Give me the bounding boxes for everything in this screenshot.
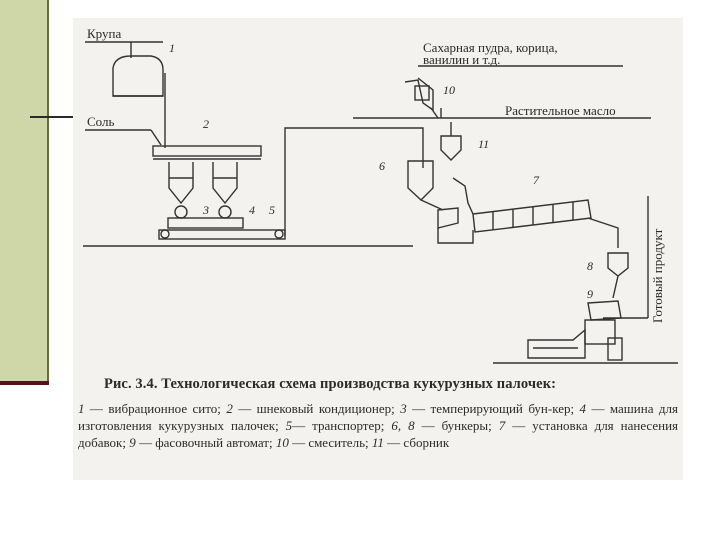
legend-text: — шнековый кондиционер; (232, 401, 401, 416)
vibration-sieve (112, 55, 164, 97)
side-tick (30, 116, 74, 118)
caption-legend: 1 — вибрационное сито; 2 — шнековый конд… (78, 400, 678, 451)
caption-title: Рис. 3.4. Технологическая схема производ… (104, 376, 557, 392)
legend-num: 9 (129, 435, 136, 450)
conveyor (158, 229, 286, 240)
legend-text: — фасовочный автомат; (135, 435, 276, 450)
num-10: 10 (443, 83, 455, 97)
legend-text: — транспортер; (292, 418, 392, 433)
legend-num: 7 (498, 418, 506, 433)
legend-text: — бункеры; (414, 418, 499, 433)
num-4: 4 (249, 203, 255, 217)
label-grain: Крупа (87, 26, 121, 41)
legend-text: — установка для нанесения добавок; (78, 418, 679, 450)
num-11: 11 (478, 137, 489, 151)
legend-text: — сборник (383, 435, 450, 450)
num-2: 2 (203, 117, 209, 131)
label-salt: Соль (87, 114, 114, 129)
process-scheme: Крупа Соль Сахарная пудра, корица, ванил… (83, 26, 678, 364)
legend-num: 2 (226, 401, 233, 416)
hopper-left (168, 162, 194, 205)
additive-unit (472, 199, 592, 233)
legend-text: — смеситель; (288, 435, 372, 450)
scan-background (73, 18, 683, 480)
label-product: Готовый продукт (650, 228, 665, 323)
legend-num: 4 (579, 401, 587, 416)
legend-num: 1 (78, 401, 85, 416)
packaging-machine (587, 300, 622, 321)
num-6: 6 (379, 159, 385, 173)
screw-conditioner (152, 145, 262, 157)
hopper-6 (407, 160, 434, 201)
label-oil: Растительное масло (505, 103, 616, 118)
side-band (0, 0, 49, 383)
sticks-machine (167, 217, 244, 229)
num-1: 1 (169, 41, 175, 55)
legend-num: 10 (275, 435, 289, 450)
hopper-8 (607, 252, 629, 277)
legend-num: 11 (371, 435, 384, 450)
side-band-bottom (0, 381, 49, 385)
label-sugar-1: Сахарная пудра, корица, (423, 40, 558, 55)
hopper-right (212, 162, 238, 205)
num-7: 7 (533, 173, 540, 187)
num-5: 5 (269, 203, 275, 217)
legend-num: 3 (400, 401, 407, 416)
legend-num: 5 (285, 418, 293, 433)
legend-text: — машина для изготовления кукурузных пал… (78, 401, 679, 433)
num-3: 3 (202, 203, 209, 217)
legend-text: — вибрационное сито; (84, 401, 227, 416)
legend-num: 6, 8 (391, 418, 415, 433)
num-9: 9 (587, 287, 593, 301)
collector (440, 135, 462, 161)
label-sugar-2: ванилин и т.д. (423, 52, 500, 67)
legend-text: — темперирующий бун-кер; (406, 401, 580, 416)
mixer (404, 77, 434, 112)
num-8: 8 (587, 259, 593, 273)
